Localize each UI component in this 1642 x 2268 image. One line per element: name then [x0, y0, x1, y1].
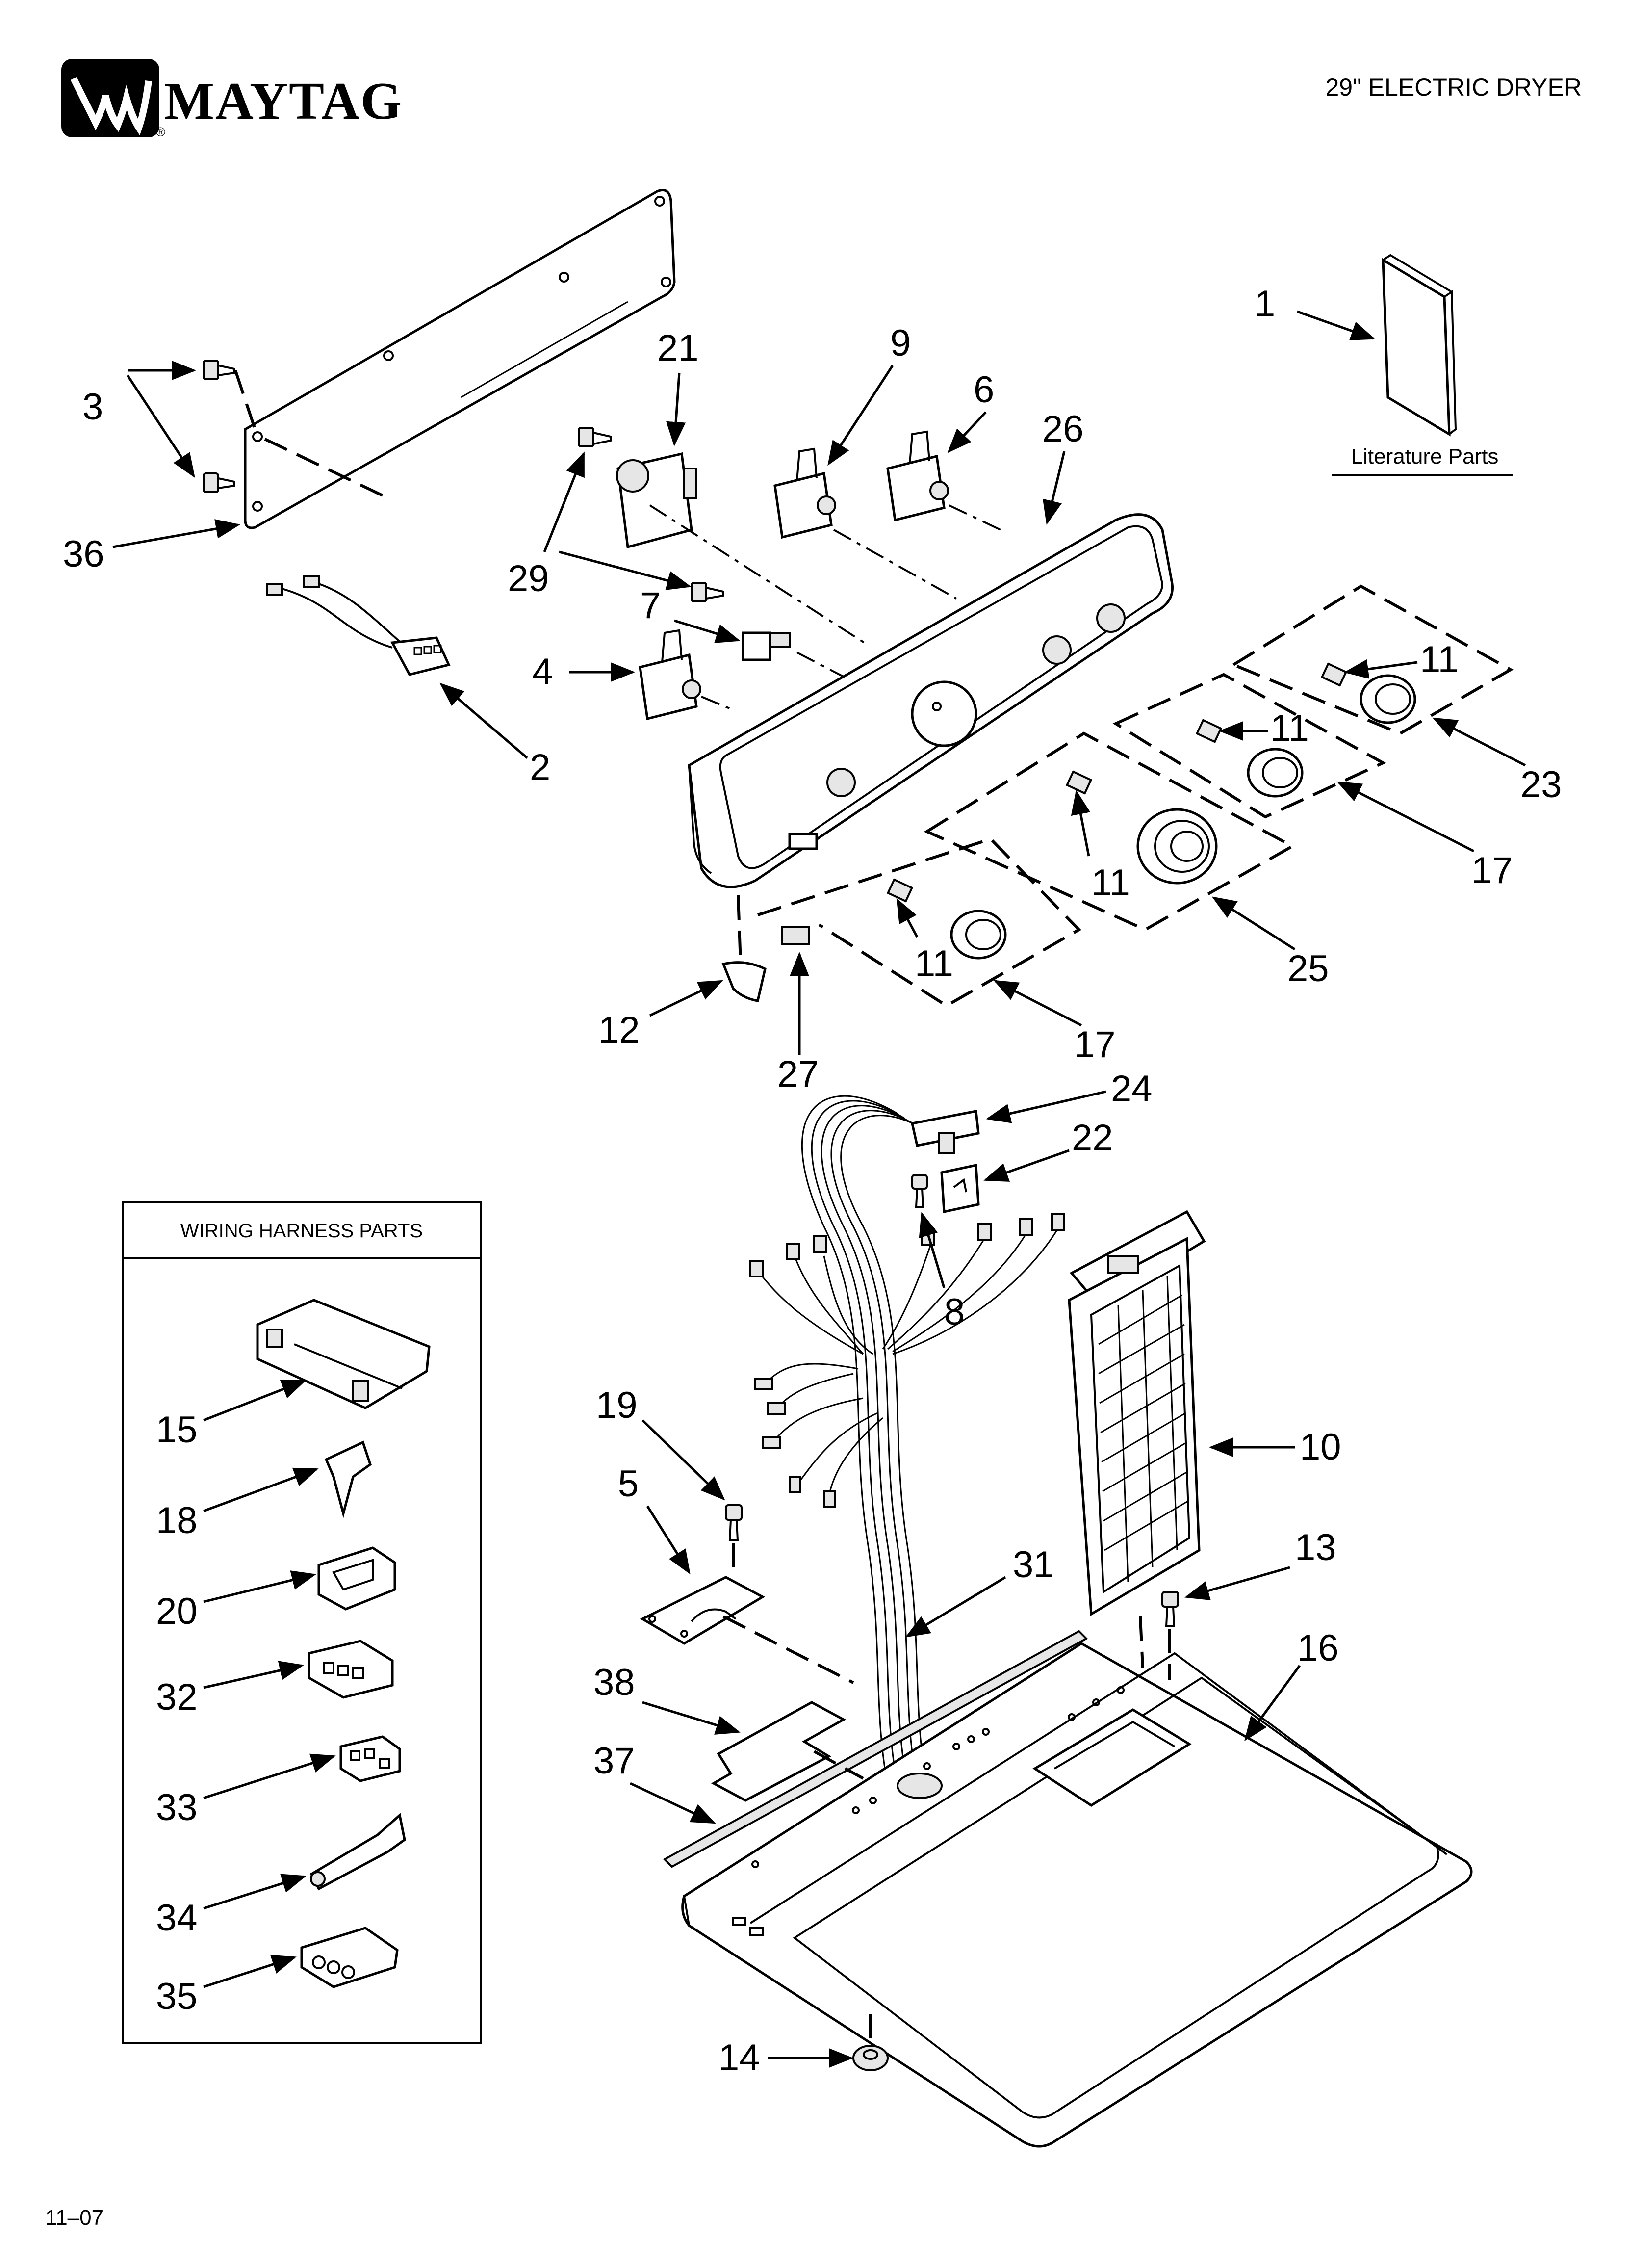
lint-filter-10-icon: [1068, 1210, 1206, 1616]
callout-31: 31: [1013, 1544, 1054, 1586]
screw-29-icon: [578, 427, 612, 447]
clip-11d-icon: [1320, 662, 1348, 687]
callout-26: 26: [1042, 408, 1084, 450]
callout-29: 29: [508, 558, 549, 600]
callout-34: 34: [156, 1897, 198, 1939]
callout-11b: 11: [1091, 862, 1130, 904]
brand-name: MAYTAG: [164, 72, 403, 130]
callout-12: 12: [598, 1009, 640, 1051]
callout-6: 6: [974, 369, 994, 411]
knob-17a-icon: [950, 910, 1007, 960]
callout-33: 33: [156, 1787, 198, 1828]
switch-4-icon: [639, 629, 701, 721]
callout-13: 13: [1295, 1527, 1336, 1568]
callout-17a: 17: [1074, 1024, 1116, 1066]
screw-7-icon: [691, 582, 724, 602]
callout-37: 37: [593, 1740, 635, 1782]
callout-2: 2: [530, 747, 550, 788]
clip-18-icon: [324, 1440, 372, 1518]
svg-text:®: ®: [156, 125, 165, 139]
connector-35-icon: [300, 1927, 399, 1988]
page-title: 29" ELECTRIC DRYER: [1325, 74, 1582, 101]
callout-17b: 17: [1471, 850, 1513, 891]
switch-9-icon: [773, 447, 836, 539]
connector-15-icon: [256, 1299, 431, 1409]
signal-light-7-icon: [742, 631, 791, 661]
callout-10: 10: [1300, 1426, 1341, 1468]
terminal-34-icon: [309, 1813, 406, 1891]
main-wire-harness-icon: [749, 1095, 1065, 1786]
knob-17b-icon: [1247, 748, 1304, 798]
connector-33-icon: [339, 1735, 401, 1782]
literature-parts-label: Literature Parts: [1351, 444, 1499, 469]
literature-parts-icon: [1382, 254, 1457, 437]
callout-23: 23: [1520, 764, 1562, 806]
callout-4: 4: [532, 651, 553, 693]
bracket-5-icon: [640, 1576, 766, 1645]
callout-32: 32: [156, 1676, 198, 1718]
bracket-24-icon: [911, 1110, 980, 1154]
bracket-22-icon: [940, 1163, 980, 1214]
callout-5: 5: [618, 1463, 639, 1505]
connector-32-icon: [308, 1640, 394, 1699]
seal-strip-37-icon: [663, 1630, 1088, 1868]
top-panel-16-icon: [681, 1642, 1473, 2148]
bracket-38-icon: [711, 1701, 847, 1802]
callout-3: 3: [82, 386, 103, 428]
callout-36: 36: [63, 533, 104, 575]
callout-7: 7: [640, 585, 661, 626]
callout-18: 18: [156, 1500, 198, 1541]
control-panel-26-icon: [688, 513, 1174, 888]
screw-13-icon: [1161, 1591, 1179, 1627]
footer-code: 11–07: [45, 2206, 103, 2230]
callout-25: 25: [1287, 948, 1329, 990]
callout-21: 21: [657, 327, 699, 369]
knob-23-icon: [1360, 674, 1416, 724]
callout-20: 20: [156, 1590, 198, 1632]
screw-3a-icon: [203, 360, 235, 380]
callout-16: 16: [1297, 1627, 1339, 1669]
callout-15: 15: [156, 1409, 198, 1451]
timer-21-icon: [616, 452, 697, 549]
clip-11b-icon: [1065, 770, 1093, 795]
console-back-panel-icon: [244, 189, 676, 529]
callout-11a: 11: [915, 943, 953, 985]
callout-11d: 11: [1420, 639, 1459, 680]
screw-3b-icon: [203, 472, 235, 493]
callout-27: 27: [777, 1053, 819, 1095]
switch-6-icon: [886, 430, 949, 522]
connector-20-icon: [317, 1546, 396, 1611]
wiring-harness-parts-box: [122, 1201, 482, 2044]
clip-11c-icon: [1195, 719, 1223, 743]
screw-8-icon: [911, 1174, 928, 1208]
maytag-wave-logo-icon: ®: [61, 59, 165, 139]
callout-38: 38: [593, 1662, 635, 1703]
callout-11c: 11: [1270, 707, 1309, 749]
label-27-icon: [781, 926, 810, 945]
knob-25-icon: [1136, 808, 1218, 885]
callout-8: 8: [944, 1291, 965, 1333]
callout-19: 19: [596, 1384, 638, 1426]
wiring-box-title: WIRING HARNESS PARTS: [180, 1220, 423, 1242]
maytag-logo: ® MAYTAG: [61, 59, 403, 139]
callout-24: 24: [1111, 1068, 1153, 1110]
wire-harness-2-icon: [266, 575, 451, 676]
callout-22: 22: [1072, 1117, 1113, 1159]
harness-clip-12-icon: [721, 961, 767, 1002]
callout-35: 35: [156, 1976, 198, 2017]
screw-19-icon: [725, 1504, 743, 1541]
callout-9: 9: [890, 322, 911, 364]
callout-14: 14: [718, 2037, 760, 2079]
callout-1: 1: [1255, 283, 1275, 325]
foot-14-icon: [852, 2045, 889, 2071]
clip-11a-icon: [886, 878, 914, 903]
